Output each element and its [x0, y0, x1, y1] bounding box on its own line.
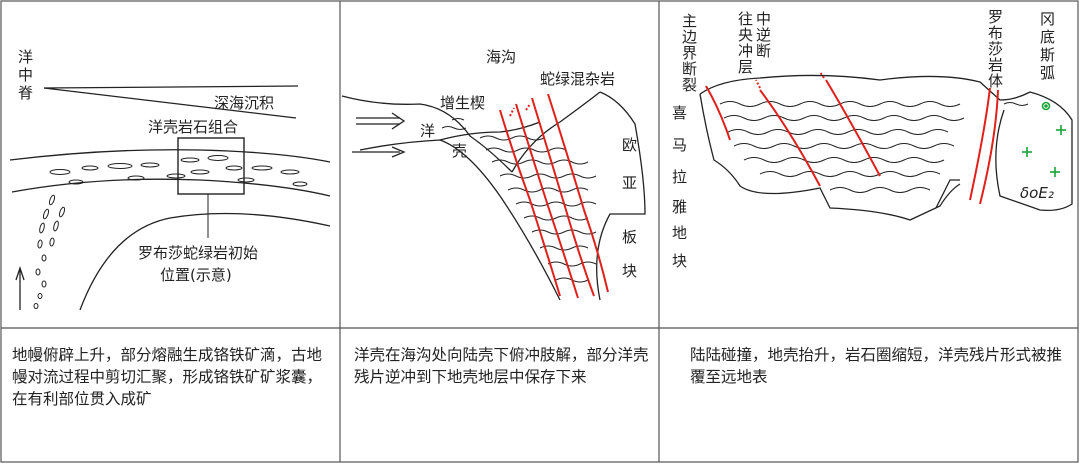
panel-1-diagram — [9, 85, 331, 311]
gangdese-label-3: 斯 — [1040, 46, 1055, 64]
ocean-label-1: 洋 — [420, 122, 435, 140]
mct-label-7: 断 — [756, 42, 771, 60]
gangdese-granite-symbols — [1022, 101, 1066, 177]
mbt-label-4: 断 — [682, 60, 697, 78]
orogen-folds — [719, 101, 1029, 193]
wedge-label: 增生楔 — [440, 94, 485, 112]
luobusa-label-3: 莎 — [988, 40, 1003, 58]
mct-label-5: 中 — [756, 10, 771, 28]
himalaya-label-3: 拉 — [672, 168, 687, 186]
luobusa-label-4: 岩 — [988, 56, 1003, 74]
himalaya-label-4: 雅 — [672, 198, 687, 216]
luobusa-label-2: 布 — [988, 24, 1003, 42]
mbt-label-2: 边 — [682, 28, 697, 46]
ridge-label-1: 洋 — [18, 48, 33, 66]
deep-sea-label: 深海沉积 — [214, 94, 274, 112]
ocean-label-2: 壳 — [452, 142, 467, 160]
panel-3-diagram — [699, 74, 1073, 221]
luobusa-label-1: 罗 — [988, 8, 1003, 26]
eurasia-label-4: 块 — [622, 262, 637, 280]
panel-1-labels: 洋 中 脊 深海沉积 洋壳岩石组合 罗布莎蛇绿岩初始 位置(示意) — [18, 48, 274, 284]
gangdese-label-1: 冈 — [1040, 10, 1055, 28]
himalaya-label-1: 喜 — [672, 104, 687, 122]
ridge-label-3: 脊 — [18, 84, 33, 102]
himalaya-label-6: 块 — [672, 252, 687, 270]
mct-label-6: 逆 — [756, 26, 771, 44]
panel-3-faults — [705, 71, 999, 205]
panel-2-faults — [499, 93, 609, 299]
mct-label-2: 央 — [738, 26, 753, 44]
eurasia-label-1: 欧 — [622, 136, 637, 154]
eurasia-label-3: 板 — [622, 228, 637, 246]
initial-position-label-2: 位置(示意) — [160, 266, 232, 284]
diorite-label: δoE₂ — [1020, 184, 1054, 202]
himalaya-label-5: 地 — [672, 224, 687, 242]
mbt-label-1: 主 — [682, 12, 697, 30]
ridge-label-2: 中 — [18, 66, 33, 84]
gangdese-label-2: 底 — [1040, 28, 1055, 46]
panel-1-caption: 地幔俯辟上升，部分熔融生成铬铁矿滴，古地幔对流过程中剪切汇聚，形成铬铁矿矿浆囊，… — [12, 346, 323, 408]
trench-label: 海沟 — [486, 48, 516, 66]
himalaya-label-2: 马 — [672, 136, 687, 154]
melange-label: 蛇绿混杂岩 — [540, 70, 615, 88]
luobusa-label-5: 体 — [988, 72, 1003, 90]
panel-2-labels: 海沟 蛇绿混杂岩 增生楔 洋 壳 欧 亚 板 块 — [420, 48, 637, 280]
panel-2-caption: 洋壳在海沟处向陆壳下俯冲肢解，部分洋壳残片逆冲到下地壳地层中保存下来 — [354, 346, 649, 386]
gangdese-label-4: 弧 — [1040, 64, 1055, 82]
mct-label-3: 冲 — [738, 42, 753, 60]
oceanic-crust-label: 洋壳岩石组合 — [148, 118, 238, 136]
mct-label-4: 层 — [738, 58, 753, 76]
panel-3-caption: 陆陆碰撞，地壳抬升，岩石圈缩短，洋壳残片形式被推覆至远地表 — [690, 346, 1063, 386]
mbt-label-3: 界 — [682, 44, 697, 62]
panel-2-diagram — [341, 91, 646, 301]
mct-label-1: 往 — [738, 10, 753, 28]
mantle-drops — [33, 194, 66, 309]
panel-3-labels: 主 边 界 断 裂 往 央 冲 层 中 逆 断 罗 布 莎 岩 体 冈 底 斯 … — [672, 8, 1055, 270]
chromite-lenses — [49, 155, 308, 187]
initial-position-label-1: 罗布莎蛇绿岩初始 — [138, 244, 258, 262]
eurasia-label-2: 亚 — [622, 174, 637, 192]
mbt-label-5: 裂 — [682, 76, 697, 94]
